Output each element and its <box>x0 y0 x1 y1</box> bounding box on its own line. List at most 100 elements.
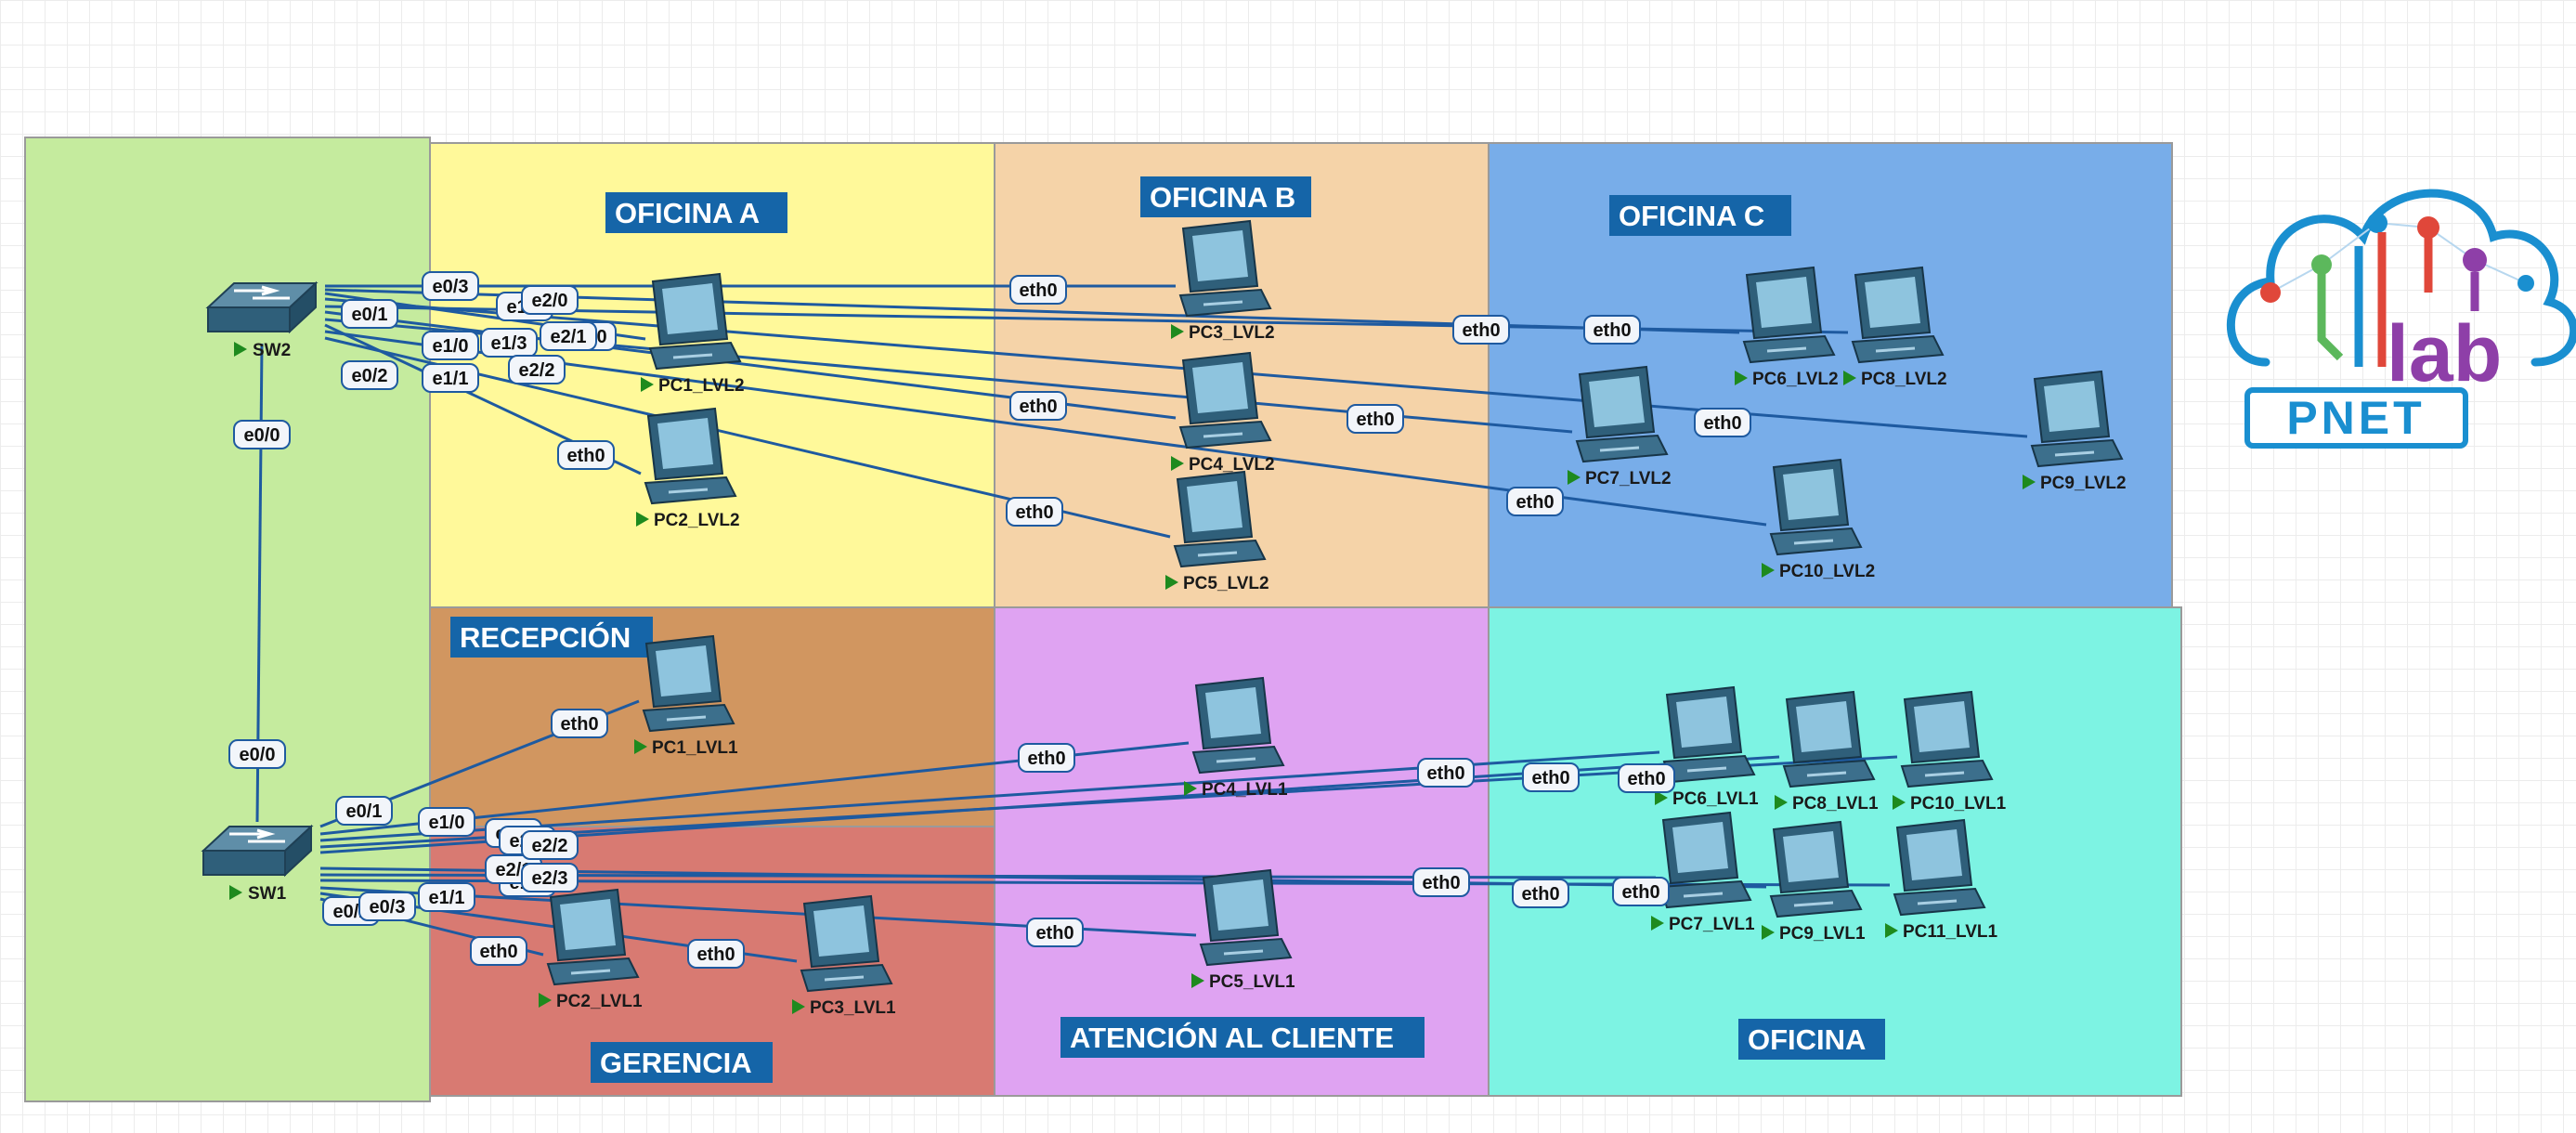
svg-text:eth0: eth0 <box>479 942 517 962</box>
pc-pc8-lvl2[interactable] <box>1851 266 1945 364</box>
pc-name-label: PC7_LVL2 <box>1585 469 1672 488</box>
pc-pc3-lvl2[interactable] <box>1178 219 1272 318</box>
pc-name-label: PC1_LVL2 <box>658 376 745 396</box>
computer-icon <box>1659 811 1752 909</box>
svg-text:eth0: eth0 <box>1516 492 1554 513</box>
computer-icon <box>800 894 893 993</box>
computer-icon <box>1191 676 1285 775</box>
pc-pc11-lvl1[interactable] <box>1893 818 1986 917</box>
switch-sw1[interactable] <box>201 824 314 878</box>
play-icon[interactable] <box>1165 575 1178 590</box>
port-label-sw1: e0/3 <box>358 892 416 921</box>
port-label-pc11-lvl1: eth0 <box>1612 877 1670 906</box>
play-icon[interactable] <box>1843 371 1856 385</box>
svg-text:eth0: eth0 <box>560 714 598 735</box>
pc-pc10-lvl2[interactable] <box>1769 458 1863 556</box>
pc-pc4-lvl1[interactable] <box>1191 676 1285 775</box>
pc-pc1-lvl2[interactable] <box>648 272 742 371</box>
play-icon[interactable] <box>1184 781 1197 796</box>
play-icon[interactable] <box>1893 795 1906 810</box>
computer-icon <box>642 634 735 733</box>
switch-sw2[interactable] <box>205 280 319 334</box>
zone-label-bg <box>1140 176 1311 217</box>
port-label-sw2: e0/3 <box>422 271 479 301</box>
computer-icon <box>1742 266 1836 364</box>
zone-label-oficina-a: OFICINA A <box>615 197 760 229</box>
play-icon[interactable] <box>1191 973 1204 988</box>
svg-text:eth0: eth0 <box>1531 768 1569 788</box>
play-icon[interactable] <box>229 885 242 900</box>
play-icon[interactable] <box>2023 475 2036 489</box>
computer-icon <box>1900 690 1994 788</box>
computer-icon <box>1769 458 1863 556</box>
svg-text:eth0: eth0 <box>1521 884 1559 905</box>
svg-text:e1/0: e1/0 <box>429 813 465 833</box>
computer-icon <box>546 888 640 986</box>
zone-label-recepcion: RECEPCIÓN <box>460 620 631 654</box>
zone-label-bg <box>1738 1019 1885 1060</box>
pc-name-label: PC2_LVL1 <box>556 992 643 1011</box>
pc-pc6-lvl2[interactable] <box>1742 266 1836 364</box>
port-label-sw1: e2/2 <box>521 830 579 860</box>
pc-pc1-lvl1[interactable] <box>642 634 735 733</box>
pc-name-label: PC6_LVL2 <box>1752 370 1839 389</box>
svg-text:e2/2: e2/2 <box>532 836 568 856</box>
pc-pc8-lvl1[interactable] <box>1782 690 1876 788</box>
pc-pc7-lvl2[interactable] <box>1575 365 1669 463</box>
pc-pc2-lvl2[interactable] <box>644 407 737 505</box>
pc-pc7-lvl1[interactable] <box>1659 811 1752 909</box>
svg-text:e1/1: e1/1 <box>433 369 469 389</box>
computer-icon <box>1662 685 1756 784</box>
play-icon[interactable] <box>1651 916 1664 931</box>
play-icon[interactable] <box>1171 324 1184 339</box>
port-label-pc5-lvl1: eth0 <box>1026 918 1084 947</box>
computer-icon <box>1769 820 1863 918</box>
port-label-pc10-lvl2: eth0 <box>1506 487 1564 516</box>
port-label-pc3-lvl1: eth0 <box>687 939 745 969</box>
play-icon[interactable] <box>1655 790 1668 805</box>
play-icon[interactable] <box>1171 456 1184 471</box>
computer-icon <box>1199 868 1293 967</box>
pc-pc4-lvl2[interactable] <box>1178 351 1272 449</box>
play-icon[interactable] <box>1762 925 1775 940</box>
pc-name-label: PC5_LVL1 <box>1209 972 1295 992</box>
play-icon[interactable] <box>1775 795 1788 810</box>
svg-text:eth0: eth0 <box>1015 502 1053 523</box>
play-icon[interactable] <box>636 512 649 527</box>
zone-label-bg <box>450 617 653 658</box>
play-icon[interactable] <box>1885 923 1898 938</box>
zone-label-gerencia: GERENCIA <box>600 1047 752 1079</box>
zone-label-bg <box>591 1042 773 1083</box>
play-icon[interactable] <box>539 993 552 1008</box>
svg-text:e1/3: e1/3 <box>491 333 527 354</box>
pc-pc10-lvl1[interactable] <box>1900 690 1994 788</box>
pc-pc3-lvl1[interactable] <box>800 894 893 993</box>
svg-text:e0/1: e0/1 <box>352 305 388 325</box>
port-label-pc8-lvl1: eth0 <box>1522 762 1580 792</box>
port-label-sw2: e1/0 <box>422 331 479 360</box>
pc-name-label: PC3_LVL1 <box>810 998 896 1018</box>
pc-pc9-lvl1[interactable] <box>1769 820 1863 918</box>
play-icon[interactable] <box>792 999 805 1014</box>
pc-pc5-lvl1[interactable] <box>1199 868 1293 967</box>
pc-name-label: PC7_LVL1 <box>1669 915 1755 934</box>
play-icon[interactable] <box>234 342 247 357</box>
zone-label-bg <box>1060 1017 1425 1058</box>
pc-pc6-lvl1[interactable] <box>1662 685 1756 784</box>
pc-pc2-lvl1[interactable] <box>546 888 640 986</box>
pc-pc9-lvl2[interactable] <box>2030 370 2124 468</box>
zone-label-oficina: OFICINA <box>1748 1023 1866 1056</box>
zone-label-oficina-c: OFICINA C <box>1619 200 1764 232</box>
svg-text:e0/3: e0/3 <box>370 897 406 918</box>
pc-pc5-lvl2[interactable] <box>1173 470 1267 568</box>
play-icon[interactable] <box>641 377 654 392</box>
play-icon[interactable] <box>1735 371 1748 385</box>
logo-brand-text: PNET <box>2286 392 2425 444</box>
play-icon[interactable] <box>1568 470 1581 485</box>
zone-sw <box>24 137 431 1102</box>
pc-name-label: PC6_LVL1 <box>1672 789 1759 809</box>
pc-name-label: PC3_LVL2 <box>1189 323 1275 343</box>
play-icon[interactable] <box>1762 563 1775 578</box>
play-icon[interactable] <box>634 739 647 754</box>
pc-name-label: PC10_LVL1 <box>1910 794 2007 814</box>
